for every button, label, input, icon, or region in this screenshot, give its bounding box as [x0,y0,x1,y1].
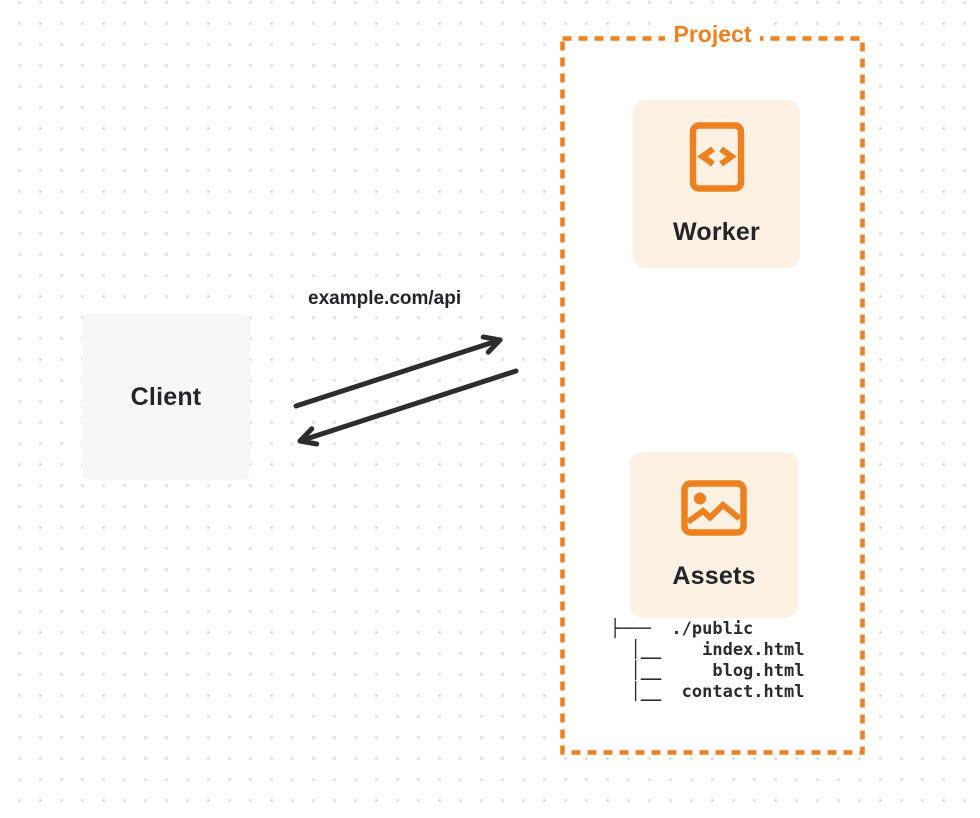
client-label: Client [130,382,202,411]
worker-label: Worker [673,217,760,246]
assets-node: Assets [630,452,798,618]
request-arrow [293,334,503,409]
code-document-icon [689,121,744,192]
assets-label: Assets [672,561,756,590]
response-arrow [297,368,519,447]
assets-file-tree: ├─── ./public │__ index.html │__ blog.ht… [610,619,805,702]
project-label: Project [664,21,761,48]
request-url-label: example.com/api [308,288,462,309]
worker-node: Worker [633,100,800,268]
image-icon [681,479,747,536]
client-node: Client [82,314,250,480]
project-group: Project Worker Assets ├─── ./public │__ … [560,21,865,755]
